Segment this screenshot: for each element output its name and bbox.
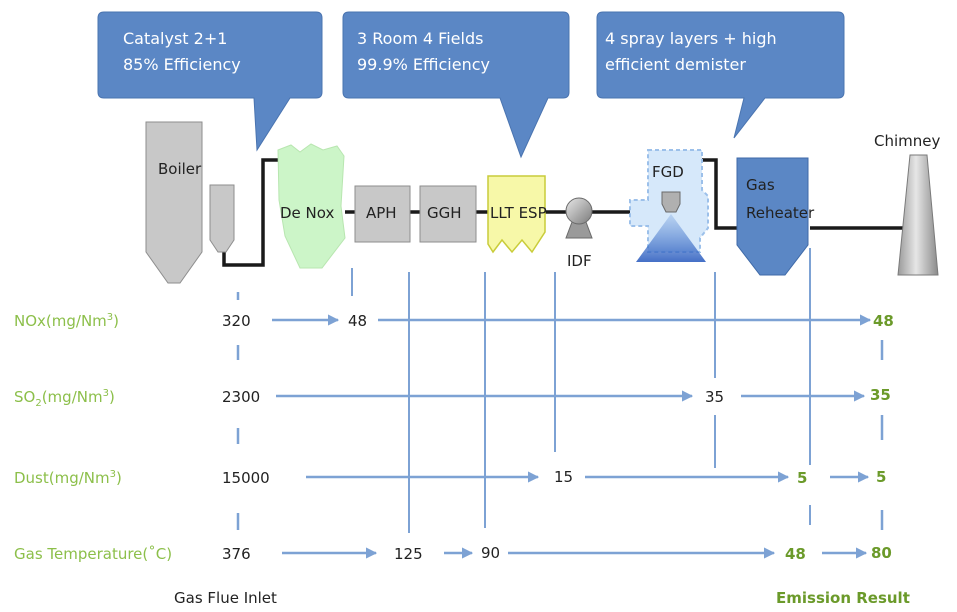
temp-inlet-value: 376	[222, 545, 251, 563]
idf-fan: IDF	[565, 197, 593, 270]
dust-inlet-value: 15000	[222, 469, 270, 487]
row-label-nox: NOx(mg/Nm3)	[14, 312, 119, 330]
callout-fgd-line2: efficient demister	[605, 55, 746, 74]
fgd-tower: FGD	[629, 149, 709, 262]
row-label-dust: Dust(mg/Nm3)	[14, 469, 122, 487]
boiler: Boiler	[145, 121, 235, 284]
reheater-label-line2: Reheater	[746, 204, 815, 222]
esp-unit: LLT ESP	[487, 175, 547, 254]
boiler-label: Boiler	[158, 160, 202, 178]
vertical-guides	[236, 248, 884, 533]
dust-value-1: 15	[554, 468, 573, 486]
callout-esp: 3 Room 4 Fields 99.9% Efficiency	[342, 11, 570, 159]
ggh-unit: GGH	[419, 185, 477, 243]
footer-emission-result: Emission Result	[776, 589, 910, 607]
duct-lines	[222, 158, 903, 267]
ggh-label: GGH	[427, 204, 462, 222]
nox-value-1: 48	[348, 312, 367, 330]
callout-esp-line2: 99.9% Efficiency	[357, 55, 490, 74]
so2-result-value: 35	[870, 386, 891, 404]
footer-gas-flue-inlet: Gas Flue Inlet	[174, 589, 277, 607]
aph-label: APH	[366, 204, 397, 222]
denox-label: De Nox	[280, 204, 334, 222]
idf-label: IDF	[567, 252, 592, 270]
row-label-temp: Gas Temperature(˚C)	[14, 545, 172, 563]
dust-result-value: 5	[876, 468, 886, 486]
temp-value-1: 125	[394, 545, 423, 563]
temp-result-value: 80	[871, 544, 892, 562]
callout-esp-line1: 3 Room 4 Fields	[357, 29, 483, 48]
dust-value-2: 5	[797, 469, 807, 487]
fgd-label: FGD	[652, 163, 684, 181]
esp-label: LLT ESP	[490, 204, 547, 222]
so2-value-1: 35	[705, 388, 724, 406]
aph-unit: APH	[354, 185, 411, 243]
chimney: Chimney	[874, 132, 940, 276]
callout-fgd: 4 spray layers + high efficient demister	[596, 11, 845, 139]
callout-denox-line2: 85% Efficiency	[123, 55, 241, 74]
callout-fgd-line1: 4 spray layers + high	[605, 29, 777, 48]
callout-denox-line1: Catalyst 2+1	[123, 29, 227, 48]
row-label-so2: SO2(mg/Nm3)	[14, 388, 115, 409]
callout-denox: Catalyst 2+1 85% Efficiency	[97, 11, 323, 152]
temp-value-2: 90	[481, 544, 500, 562]
denox-reactor: De Nox	[277, 143, 346, 269]
flow-arrows	[272, 314, 872, 559]
temp-value-3: 48	[785, 545, 806, 563]
reheater-label-line1: Gas	[746, 176, 775, 194]
nox-inlet-value: 320	[222, 312, 251, 330]
so2-inlet-value: 2300	[222, 388, 260, 406]
nox-result-value: 48	[873, 312, 894, 330]
chimney-label: Chimney	[874, 132, 940, 150]
gas-reheater: Gas Reheater	[736, 157, 815, 276]
